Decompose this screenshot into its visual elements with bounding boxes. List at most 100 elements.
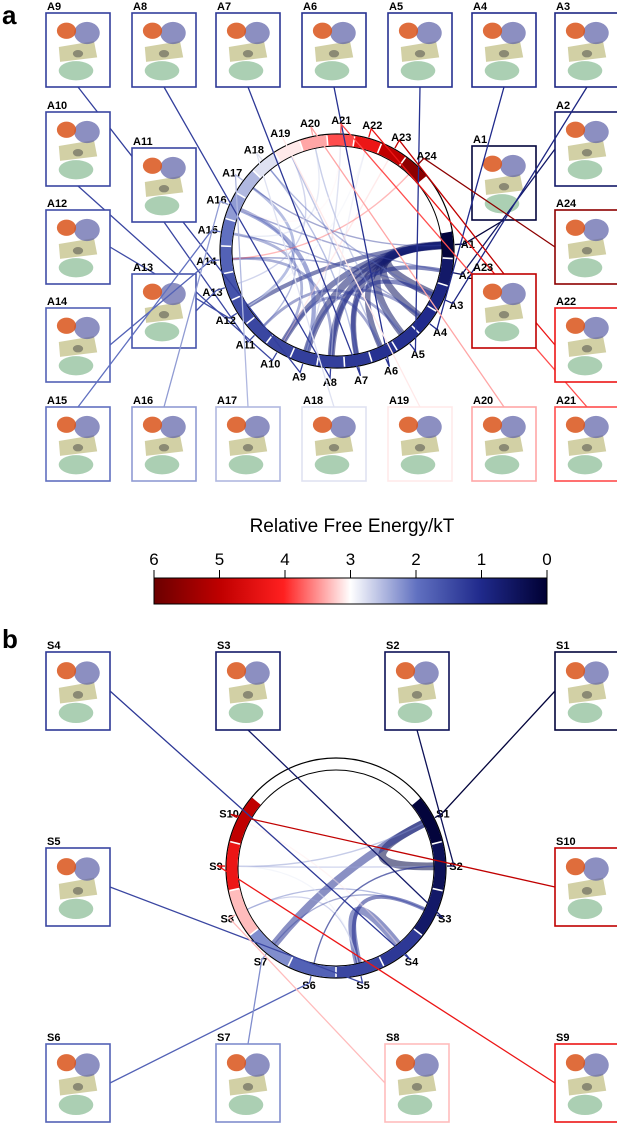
colorbar-title: Relative Free Energy/kT [250, 516, 455, 537]
ring-segment-a17 [236, 170, 261, 199]
callout-line-s5 [109, 886, 364, 985]
node-label-s7: S7 [254, 956, 267, 968]
structure-thumbnail-a7 [215, 12, 281, 88]
callout-line-a4 [429, 86, 505, 331]
structure-thumbnail-s4 [45, 651, 111, 731]
link-a6-a19 [290, 155, 382, 348]
callout-line-a18 [255, 152, 335, 408]
ring-segment-a15 [220, 218, 236, 247]
callout-line-a20 [310, 126, 505, 408]
node-label-a2: A2 [459, 270, 473, 282]
link-a11-a16 [239, 209, 296, 327]
structure-thumbnail-a22 [554, 307, 617, 383]
colorbar-tick-label: 4 [280, 550, 289, 569]
callout-line-s3 [247, 729, 444, 919]
thumbnail-label-a15: A15 [47, 395, 67, 407]
thumbnail-label-a11: A11 [133, 136, 153, 148]
callout-line-a6 [333, 86, 391, 367]
structure-thumbnail-a12 [45, 209, 111, 285]
callout-line-a11 [163, 221, 255, 343]
link-s3-s8 [246, 888, 426, 911]
link-a8-a14 [230, 257, 333, 358]
link-a10-a15 [232, 232, 304, 343]
ring-segment-s1 [411, 797, 443, 845]
callout-line-s8 [227, 914, 386, 1084]
thumbnail-label-a5: A5 [389, 1, 403, 13]
node-label-a3: A3 [449, 300, 463, 312]
node-label-a5: A5 [411, 349, 425, 361]
link-s2-s6 [313, 865, 435, 965]
link-a5-a11 [262, 289, 404, 335]
structure-thumbnail-a17 [215, 406, 281, 482]
callout-line-a22 [368, 127, 556, 346]
structure-thumbnail-a11 [131, 147, 197, 223]
thumbnail-label-s10: S10 [556, 836, 576, 848]
callout-line-a7 [247, 86, 362, 377]
link-s3-s5 [351, 894, 427, 966]
node-label-a1: A1 [461, 239, 475, 251]
structure-thumbnail-s1 [554, 651, 617, 731]
thumbnail-label-a3: A3 [556, 1, 570, 13]
link-s3-s7 [273, 894, 426, 945]
thumbnail-label-a7: A7 [217, 1, 231, 13]
thumbnail-label-s3: S3 [217, 640, 230, 652]
node-label-a9: A9 [292, 371, 306, 383]
node-label-s6: S6 [302, 980, 315, 992]
callout-line-s10 [230, 813, 556, 888]
structure-thumbnail-a18 [301, 406, 367, 482]
network-b: S1S1S2S2S3S3S4S4S5S5S6S6S7S7S8S8S9S9S10S… [45, 640, 617, 1123]
structure-thumbnail-a4 [471, 12, 537, 88]
ring-segment-a10 [266, 334, 295, 358]
thumbnail-label-a12: A12 [47, 198, 67, 210]
network-a: A1A1A2A2A3A3A4A4A5A5A6A6A7A7A8A8A9A9A10A… [45, 1, 617, 482]
colorbar-tick-label: 6 [149, 550, 158, 569]
node-label-a19: A19 [270, 128, 290, 140]
node-label-s5: S5 [356, 980, 369, 992]
callout-line-s9 [215, 865, 556, 1084]
colorbar-tick-label: 2 [411, 550, 420, 569]
callout-line-a8 [163, 86, 332, 381]
callout-line-s6 [109, 976, 312, 1084]
callout-line-a24 [417, 157, 556, 248]
node-label-s9: S9 [209, 861, 222, 873]
thumbnail-label-a6: A6 [303, 1, 317, 13]
thumbnail-label-a22: A22 [556, 296, 576, 308]
link-a9-a21 [305, 145, 342, 353]
structure-thumbnail-a6 [301, 12, 367, 88]
structure-thumbnail-a2 [554, 111, 617, 187]
structure-thumbnail-s7 [215, 1043, 281, 1123]
thumbnail-label-s9: S9 [556, 1032, 569, 1044]
link-a9-a16 [238, 207, 316, 354]
callout-line-a1 [454, 219, 505, 246]
link-a1-a17 [252, 187, 443, 247]
node-label-s2: S2 [449, 861, 462, 873]
node-label-a16: A16 [206, 195, 226, 207]
thumbnail-label-s2: S2 [386, 640, 399, 652]
callout-line-a17 [234, 173, 249, 408]
callout-line-a3 [444, 86, 588, 305]
ring-b [225, 757, 447, 979]
thumbnail-label-a24: A24 [556, 198, 577, 210]
link-s6-s2 [313, 865, 435, 965]
thumbnail-label-s6: S6 [47, 1032, 60, 1044]
colorbar-tick-label: 3 [346, 550, 355, 569]
link-a12-a17 [246, 186, 296, 308]
structure-thumbnail-s3 [215, 651, 281, 731]
thumbnail-label-a21: A21 [556, 395, 576, 407]
structure-thumbnail-a14 [45, 307, 111, 383]
ring-segment-s9 [226, 841, 241, 891]
thumbnail-label-a20: A20 [473, 395, 493, 407]
thumbnail-label-a1: A1 [473, 134, 487, 146]
ring-segment-a21 [326, 134, 355, 147]
node-label-a12: A12 [216, 315, 236, 327]
thumbnail-label-a16: A16 [133, 395, 153, 407]
callout-line-s4 [109, 690, 411, 961]
callout-line-a16 [163, 200, 229, 408]
structure-thumbnail-s10 [554, 847, 617, 927]
structure-thumbnail-a13 [131, 273, 197, 349]
links-a [230, 145, 447, 360]
structure-thumbnail-a16 [131, 406, 197, 482]
structure-thumbnail-a5 [387, 12, 453, 88]
thumbnail-label-s1: S1 [556, 640, 569, 652]
structure-thumbnail-a23 [471, 273, 537, 349]
